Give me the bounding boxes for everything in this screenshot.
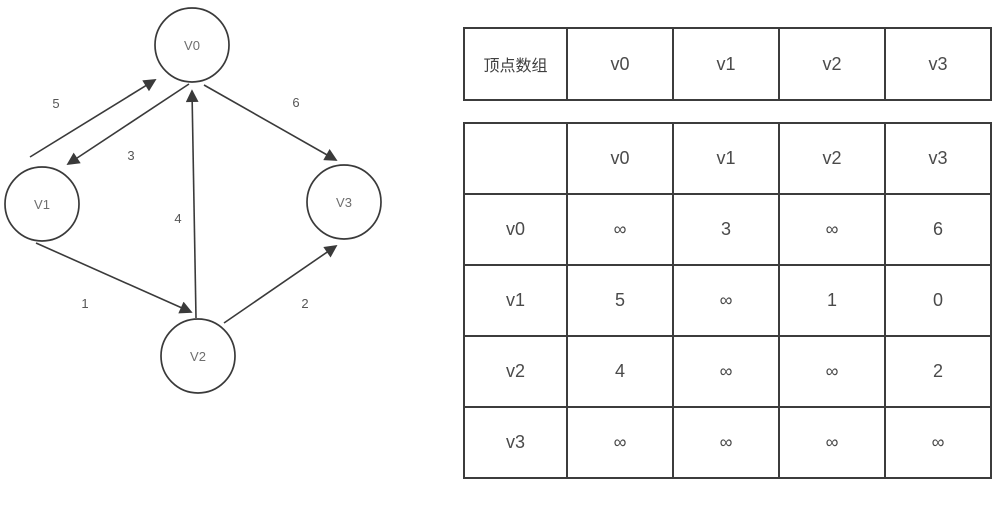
matrix-cell-v0-v3: 6 [884, 193, 992, 266]
edge-weight-v1-v2: 1 [81, 296, 88, 311]
matrix-cell-v1-v3: 0 [884, 264, 992, 337]
edge-v1-to-v2 [35, 242, 193, 314]
vertex-cell-v3: v3 [884, 27, 992, 101]
edge-v2-to-v0 [185, 89, 199, 319]
matrix-cell-v2-v2: ∞ [778, 335, 886, 408]
matrix-cell-v0-v0: ∞ [566, 193, 674, 266]
graph-node-v1: V1 [4, 166, 80, 242]
matrix-cell-v0-v1: 3 [672, 193, 780, 266]
matrix-cell-v2-v3: 2 [884, 335, 992, 408]
node-label-v0: V0 [184, 38, 200, 53]
node-circle-v1 [4, 166, 80, 242]
graph-node-v3: V3 [306, 164, 382, 240]
edge-weight-v2-v3: 2 [301, 296, 308, 311]
vertex-cell-v0: v0 [566, 27, 674, 101]
matrix-row-v0: v0 ∞ 3 ∞ 6 [463, 193, 992, 266]
matrix-col-header-v1: v1 [672, 122, 780, 195]
matrix-col-header-v0: v0 [566, 122, 674, 195]
matrix-cell-v1-v0: 5 [566, 264, 674, 337]
node-label-v2: V2 [190, 349, 206, 364]
vertex-cell-v2: v2 [778, 27, 886, 101]
vertex-array-table: 顶点数组 v0 v1 v2 v3 [463, 27, 992, 101]
matrix-cell-v2-v1: ∞ [672, 335, 780, 408]
edge-weight-v1-v0: 5 [52, 96, 59, 111]
edge-weight-v2-v0: 4 [174, 211, 181, 226]
node-circle-v3 [306, 164, 382, 240]
matrix-cell-v0-v2: ∞ [778, 193, 886, 266]
node-circle-v2 [160, 318, 236, 394]
matrix-cell-v3-v1: ∞ [672, 406, 780, 479]
graph-diagram: 5 3 6 4 1 2 V0 V1 V3 V2 [4, 7, 382, 394]
matrix-row-v3: v3 ∞ ∞ ∞ ∞ [463, 406, 992, 479]
edge-v0-to-v3 [203, 84, 338, 161]
matrix-col-header-v2: v2 [778, 122, 886, 195]
matrix-cell-v2-v0: 4 [566, 335, 674, 408]
matrix-cell-v1-v1: ∞ [672, 264, 780, 337]
vertex-array-row: 顶点数组 v0 v1 v2 v3 [463, 27, 992, 101]
adjacency-matrix-table: v0 v1 v2 v3 v0 ∞ 3 ∞ 6 v1 5 ∞ 1 0 v2 4 ∞… [463, 122, 992, 479]
vertex-array-title-cell: 顶点数组 [463, 27, 568, 101]
matrix-cell-v3-v0: ∞ [566, 406, 674, 479]
matrix-row-v2: v2 4 ∞ ∞ 2 [463, 335, 992, 408]
edge-v1-to-v0 [29, 79, 157, 158]
matrix-cell-v3-v2: ∞ [778, 406, 886, 479]
edge-weight-v0-v1: 3 [127, 148, 134, 163]
matrix-cell-v1-v2: 1 [778, 264, 886, 337]
matrix-row-v1: v1 5 ∞ 1 0 [463, 264, 992, 337]
matrix-row-header-v0: v0 [463, 193, 568, 266]
matrix-corner-cell [463, 122, 568, 195]
edge-v2-to-v3 [223, 244, 338, 324]
edge-v0-to-v1 [66, 83, 190, 165]
graph-node-v2: V2 [160, 318, 236, 394]
matrix-col-header-v3: v3 [884, 122, 992, 195]
node-circle-v0 [154, 7, 230, 83]
matrix-cell-v3-v3: ∞ [884, 406, 992, 479]
node-label-v3: V3 [336, 195, 352, 210]
vertex-cell-v1: v1 [672, 27, 780, 101]
matrix-row-header-v2: v2 [463, 335, 568, 408]
edge-weight-v0-v3: 6 [292, 95, 299, 110]
node-label-v1: V1 [34, 197, 50, 212]
matrix-header-row: v0 v1 v2 v3 [463, 122, 992, 195]
graph-node-v0: V0 [154, 7, 230, 83]
matrix-row-header-v3: v3 [463, 406, 568, 479]
matrix-row-header-v1: v1 [463, 264, 568, 337]
